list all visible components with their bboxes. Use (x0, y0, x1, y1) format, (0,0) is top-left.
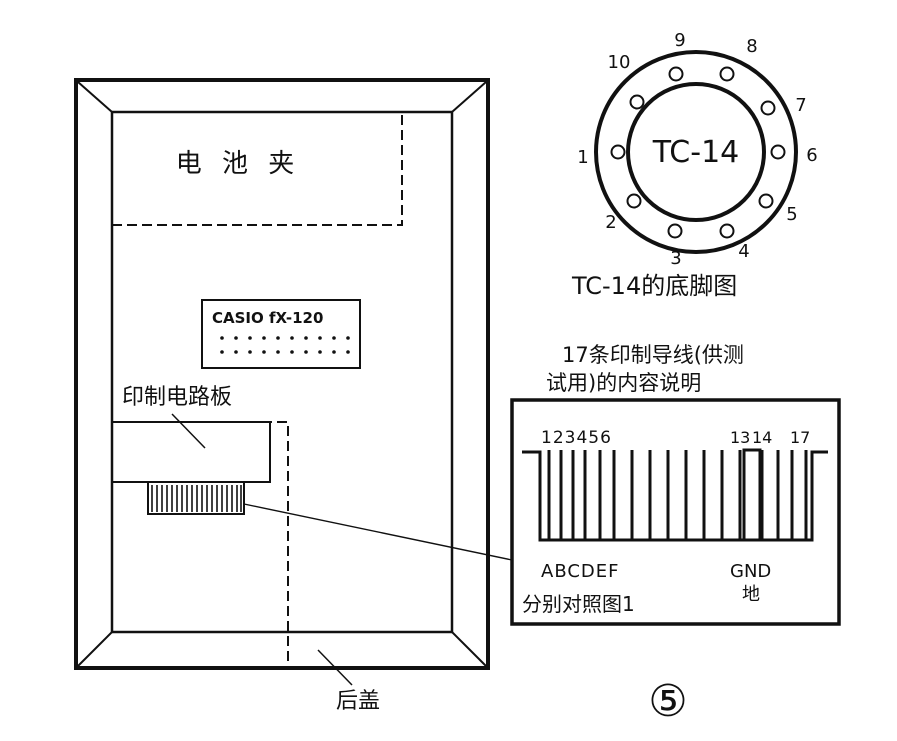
pin-hole-3 (667, 223, 683, 239)
lead-number-13: 13 (730, 428, 750, 447)
chip-model-text: CASIO fX-120 (212, 309, 323, 327)
tc14-center-label: TC-14 (652, 135, 740, 170)
pin-hole-4 (719, 223, 735, 239)
lead-number-17: 17 (790, 428, 810, 447)
tc14-pinout: TC-14 1 2 3 4 5 6 7 8 9 10 TC-14的底脚图 (571, 30, 818, 300)
battery-holder-label: 电 池 夹 (176, 149, 301, 179)
bevel-line-bottom-right (451, 631, 487, 667)
pin-number-4: 4 (738, 241, 749, 262)
pin-number-7: 7 (795, 95, 806, 116)
chip-plate-border (201, 299, 361, 369)
pin-number-3: 3 (670, 248, 681, 269)
tc14-pin-numbers: 1 2 3 4 5 6 7 8 9 10 (577, 30, 817, 269)
pin-hole-10 (629, 94, 645, 110)
lead-numbers-1-6: 123456 (541, 428, 612, 448)
pin-number-6: 6 (806, 145, 817, 166)
lead-number-14: 14 (752, 428, 772, 447)
tc14-outer-ring (594, 50, 798, 254)
pin-number-9: 9 (674, 30, 685, 51)
pin-number-8: 8 (746, 36, 757, 57)
leads-title-line-2: 试用)的内容说明 (546, 371, 701, 395)
pin-hole-5 (758, 193, 774, 209)
leads-footer-note: 分别对照图1 (522, 592, 635, 616)
calculator-outer-frame (74, 78, 490, 670)
tc14-pin-holes (610, 66, 786, 239)
leads-traces (547, 450, 808, 540)
back-cover-leader-line (317, 649, 353, 686)
tc14-caption: TC-14的底脚图 (571, 272, 737, 300)
gnd-label: GND (730, 561, 771, 582)
pcb-leader-line (171, 413, 206, 449)
leads-title-line-1: 17条印制导线(供测 (562, 343, 744, 367)
pin-number-2: 2 (605, 212, 616, 233)
bevel-line-bottom-left (77, 631, 113, 667)
calculator-inner-frame (110, 110, 454, 634)
connector-pins (151, 485, 242, 512)
pin-number-10: 10 (608, 52, 631, 73)
calculator-back-view: 电 池 夹 CASIO fX-120 印制电路板 后盖 (74, 78, 513, 714)
leads-connector-body (522, 450, 828, 542)
connector-to-detail-leader (243, 503, 513, 561)
pin-hole-2 (626, 193, 642, 209)
tc14-inner-ring (626, 82, 766, 222)
pin-number-1: 1 (577, 147, 588, 168)
battery-holder-outline (112, 112, 403, 226)
pcb-outline (112, 421, 271, 483)
bevel-line-top-left (77, 81, 113, 113)
back-cover-dashed-outline (112, 421, 289, 668)
pcb-label: 印制电路板 (122, 385, 232, 410)
pin-hole-7 (760, 100, 776, 116)
leads-box-frame (510, 398, 841, 626)
gnd-lead-frame (742, 448, 762, 540)
figure-number: ⑤ (648, 676, 687, 727)
gnd-chinese-label: 地 (742, 584, 760, 605)
pin-hole-8 (719, 66, 735, 82)
pin-number-5: 5 (786, 204, 797, 225)
chip-label-plate: CASIO fX-120 (201, 299, 361, 369)
pin-hole-1 (610, 144, 626, 160)
connector-body (147, 481, 245, 515)
pin-hole-9 (668, 66, 684, 82)
lead-letters-a-f: ABCDEF (541, 561, 620, 582)
printed-leads-detail: 17条印制导线(供测 试用)的内容说明 123456 13 (510, 343, 841, 626)
chip-dot-rows (220, 336, 350, 354)
pin-hole-6 (770, 144, 786, 160)
back-cover-label: 后盖 (336, 689, 380, 714)
bevel-line-top-right (451, 81, 487, 113)
pcb-connector (147, 481, 245, 515)
